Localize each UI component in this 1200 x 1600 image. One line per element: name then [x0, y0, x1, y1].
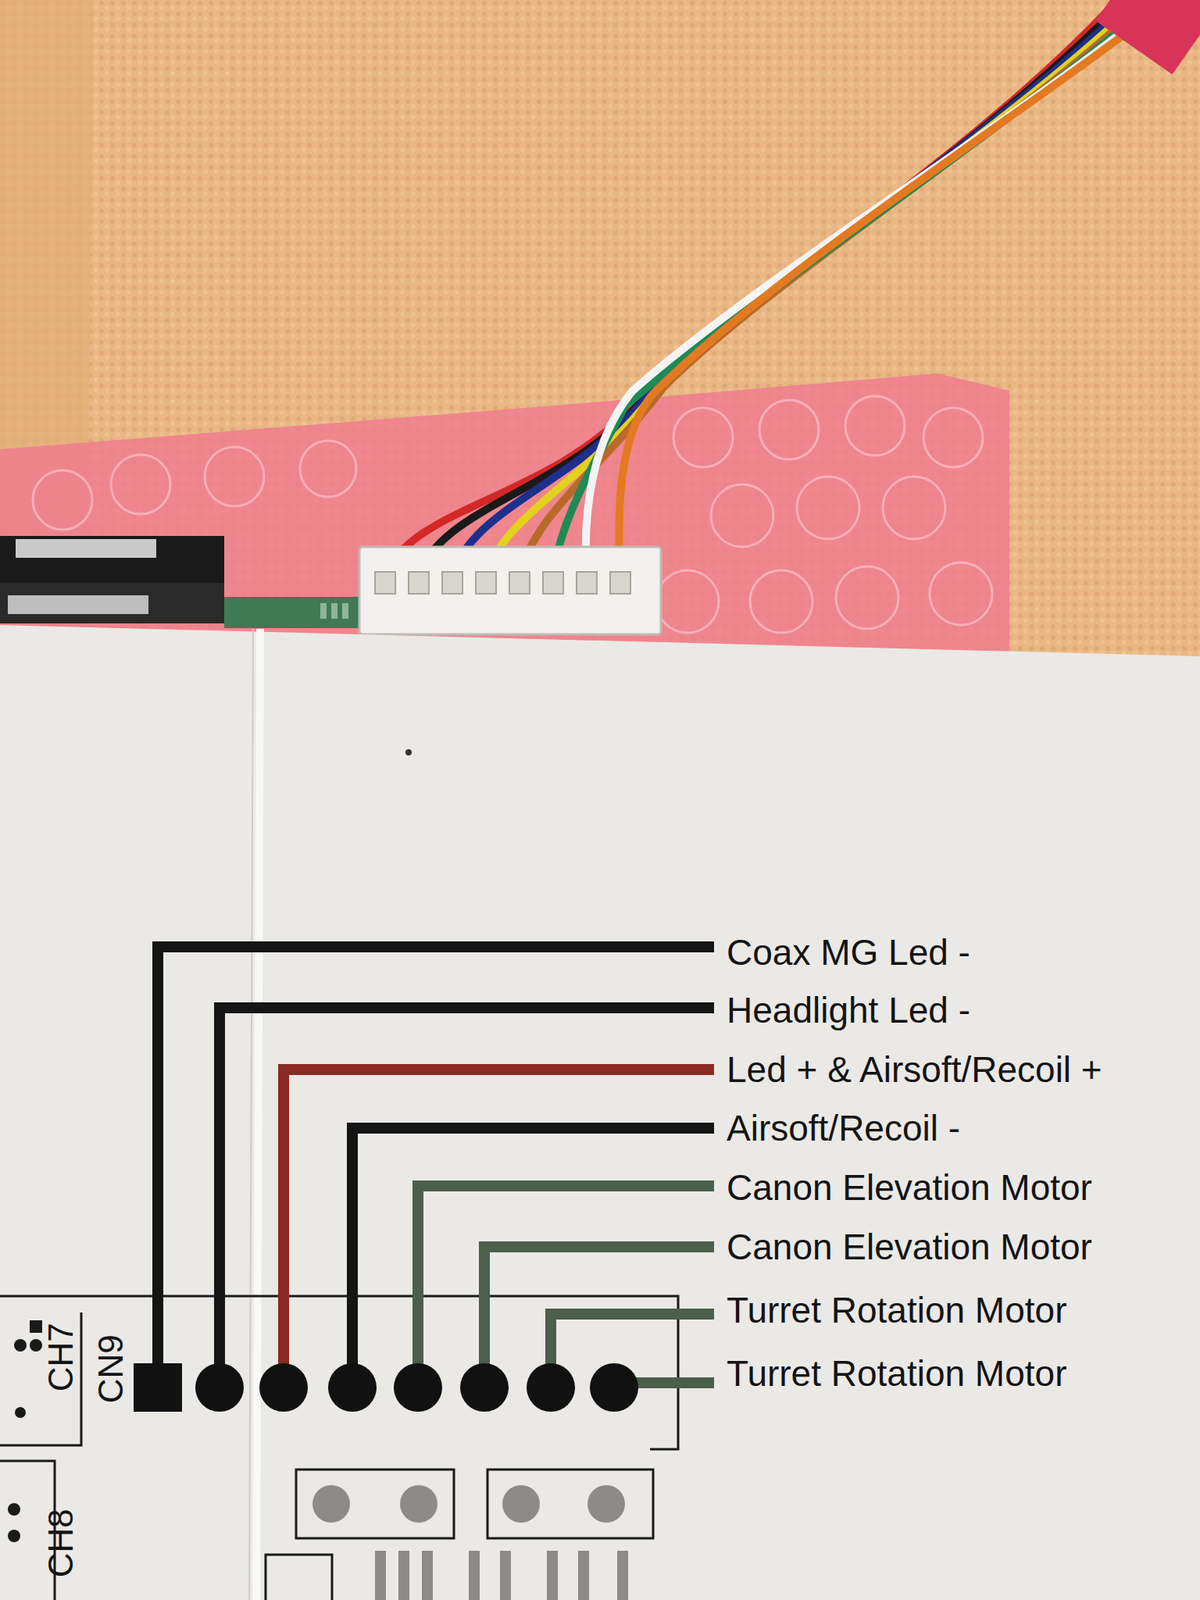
pin-wires [157, 946, 715, 1388]
ink-dot [405, 749, 412, 756]
pin-signal-label: Led + & Airsoft/Recoil + [726, 1050, 1103, 1090]
pad-stripes [375, 1550, 629, 1600]
regulator-tab [15, 539, 157, 558]
connector-name: CN9 [92, 1334, 130, 1404]
header-dots [7, 1320, 43, 1543]
regulator-tab [7, 595, 149, 615]
pin-signal-label: Airsoft/Recoil - [726, 1108, 961, 1149]
pcb-pad [320, 603, 327, 619]
pin-signal-label: Canon Elevation Motor [726, 1227, 1093, 1268]
bubble-wrap [0, 373, 1010, 661]
pcb-pad [331, 603, 338, 619]
paper-sheet [0, 625, 1200, 1600]
pcb-edge [224, 596, 361, 629]
heat-shrink [1095, 0, 1200, 75]
pin-signal-label: Coax MG Led - [726, 932, 971, 973]
pin-signal-label: Canon Elevation Motor [726, 1167, 1093, 1208]
regulator-body [0, 582, 225, 624]
regulator-body [0, 535, 225, 583]
paper-crease [256, 628, 261, 1600]
board-outline [0, 1296, 679, 1600]
pin-signal-label: Headlight Led - [726, 990, 971, 1031]
wire-connector [359, 546, 661, 635]
pin-signal-label: Turret Rotation Motor [726, 1290, 1067, 1331]
connector-slots [375, 571, 631, 594]
pcb-pad [342, 603, 349, 619]
connector-name: CH7 [42, 1322, 80, 1392]
header-pins [133, 1363, 639, 1412]
wire-bundle [385, 0, 1180, 579]
pad-circles [312, 1485, 625, 1523]
paper-crease [249, 628, 254, 1600]
pin-signal-label: Turret Rotation Motor [726, 1353, 1067, 1394]
connector-name: CH8 [42, 1508, 80, 1578]
